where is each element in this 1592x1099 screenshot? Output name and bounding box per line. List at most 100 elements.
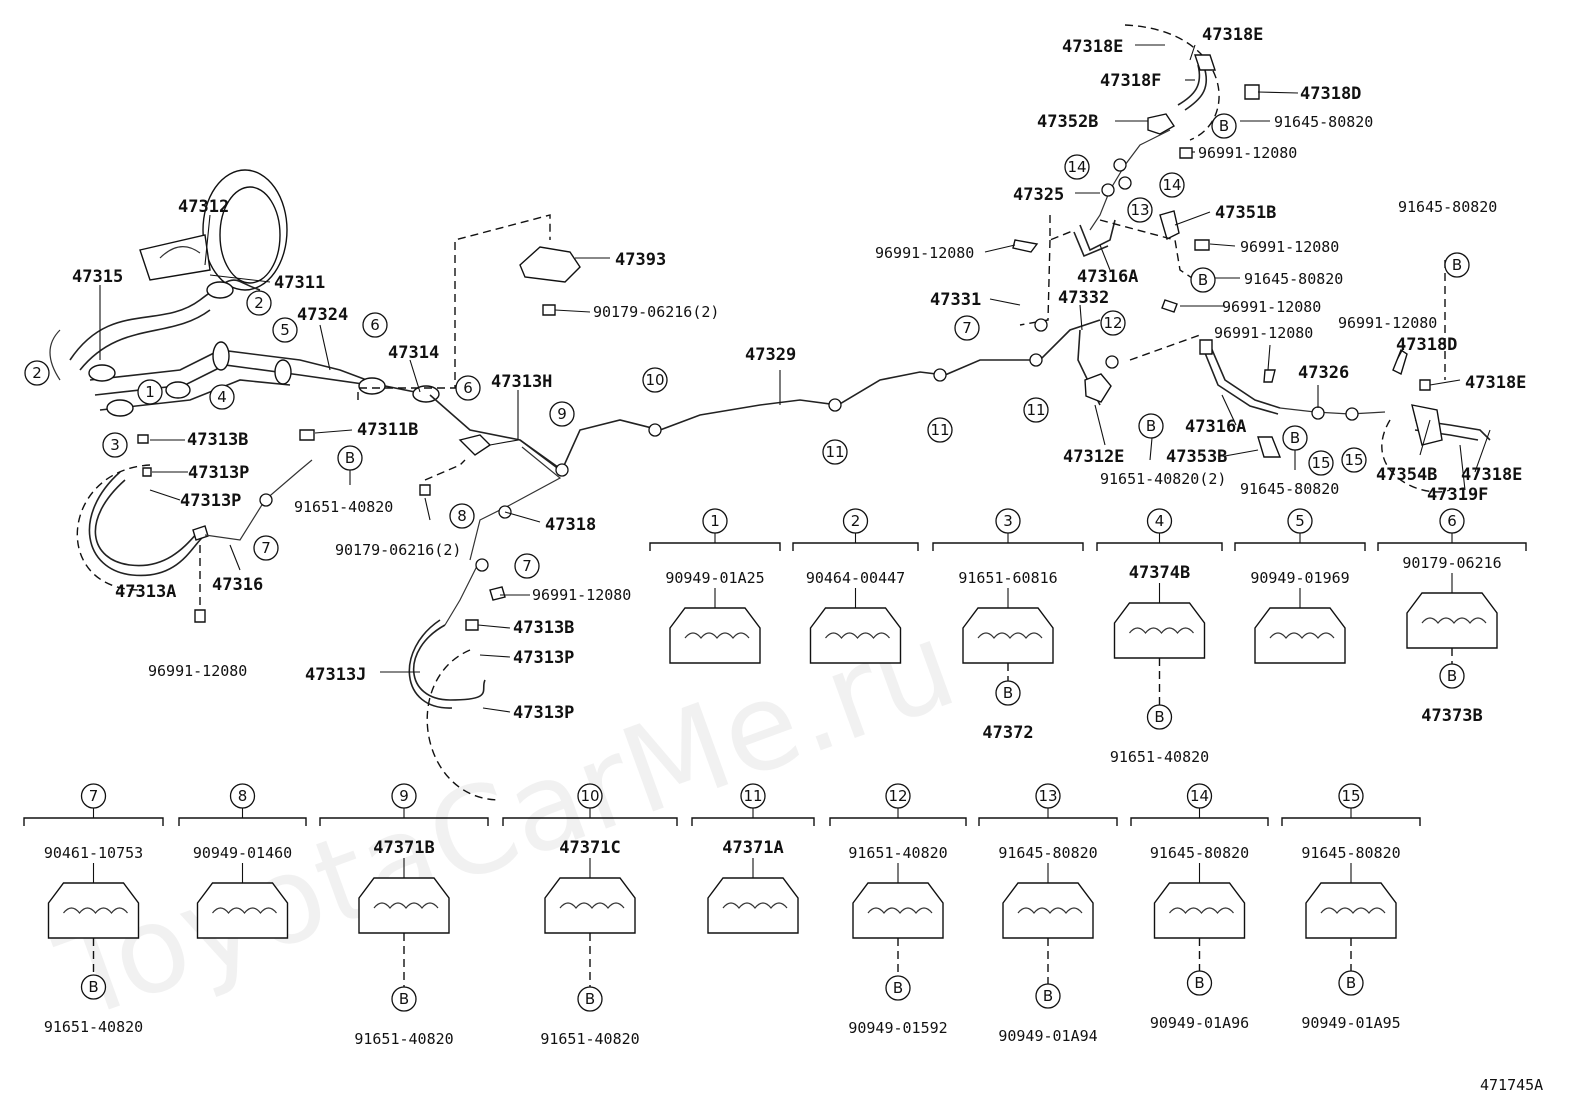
rear-lower-assembly [1077,260,1491,493]
group-sub-label: 90949-01A95 [1301,1014,1400,1032]
svg-text:11: 11 [1026,401,1045,419]
svg-text:7: 7 [261,539,271,557]
callout: 47313P [188,463,249,483]
group-bracket [1377,542,1527,551]
group-bracket [1234,542,1366,551]
svg-text:12: 12 [1103,314,1122,332]
bolt-marker-label: B [893,979,903,997]
group-number: 6 [1447,512,1457,530]
group-bracket [649,542,781,551]
svg-text:7: 7 [962,319,972,337]
pipe-marker: 13 [1127,197,1153,223]
bolt-marker [1146,704,1173,730]
bolt-marker [577,986,603,1012]
callout: 47313B [513,618,574,638]
bolt-marker [1035,983,1061,1009]
group-part-label: 90464-00447 [806,569,905,587]
group-number: 3 [1003,512,1013,530]
pipe-marker: 6 [362,312,388,338]
brake-booster-drawing [139,169,288,291]
bolt-marker: B [1138,413,1164,439]
callout: 96991-12080 [1198,144,1297,162]
callout: 47316A [1185,417,1246,437]
callout: 96991-12080 [532,586,631,604]
bolt-marker [1186,970,1213,996]
callout: 47313P [513,703,574,723]
callout: 47351B [1215,203,1276,223]
group-sub-label: 91651-40820 [1110,748,1209,766]
bolt-marker: B [337,445,363,471]
callout: 47331 [930,290,981,310]
bolt-marker-label: B [1194,974,1204,992]
pipe-marker: 2 [246,290,272,316]
svg-text:3: 3 [110,436,120,454]
callout: 90179-06216(2) [335,541,461,559]
group-part-label: 90949-01A25 [665,569,764,587]
callout: 47354B [1376,465,1437,485]
callout: 47311 [274,273,325,293]
callout: 91645-80820 [1398,198,1497,216]
callout: 47313P [180,491,241,511]
callout: 91645-80820 [1244,270,1343,288]
callout: 47318E [1062,37,1123,57]
callout: 47318D [1396,335,1457,355]
pipe-marker: 9 [549,401,575,427]
bolt-marker: B [1190,267,1216,293]
callout: 96991-12080 [148,662,247,680]
callout: 47313B [187,430,248,450]
pipe-marker: 11 [1023,397,1049,423]
bolt-marker-label: B [88,978,98,996]
bolt-marker [391,986,417,1012]
bolt-marker-label: B [1346,974,1356,992]
callout: 47316 [212,575,263,595]
group-number: 8 [238,787,248,805]
part-90179 [542,304,556,316]
callout: 47393 [615,250,666,270]
group-sub-label: 90949-01A96 [1150,1014,1249,1032]
group-part-label: 91645-80820 [998,844,1097,862]
group-number: 15 [1341,787,1360,805]
svg-text:11: 11 [825,443,844,461]
callout: 96991-12080 [1214,324,1313,342]
bolt-marker [80,974,107,1000]
svg-text:B: B [1290,429,1300,447]
svg-text:4: 4 [217,388,227,406]
callout: 47318E [1465,373,1526,393]
svg-text:B: B [1219,117,1229,135]
callout: 47318D [1300,84,1361,104]
bolt-marker: B [1282,425,1308,451]
callout: 91645-80820 [1274,113,1373,131]
pipe-marker: 14 [1159,172,1185,198]
callout: 47312 [178,197,229,217]
callout: 47329 [745,345,796,365]
bolt-marker [1338,970,1364,996]
group-part-label: 47371C [559,838,620,858]
group-part-label: 47371B [373,838,434,858]
callout: 47353B [1166,447,1227,467]
part-47393 [519,246,581,283]
callout: 47325 [1013,185,1064,205]
group-number: 7 [89,787,99,805]
svg-text:15: 15 [1311,454,1330,472]
pipe-marker: 7 [954,315,980,341]
svg-text:B: B [1198,271,1208,289]
group-number: 10 [580,787,599,805]
bolt-markers: B B B B B B [337,113,1470,471]
callout: 96991-12080 [1240,238,1339,256]
callout: 47313J [305,665,366,685]
group-bracket [932,542,1084,551]
svg-text:1: 1 [145,383,155,401]
group-bracket [1130,817,1269,826]
pipe-marker: 14 [1064,154,1090,180]
svg-text:11: 11 [930,421,949,439]
callout: 47319F [1427,485,1488,505]
bolt-marker [885,975,911,1001]
